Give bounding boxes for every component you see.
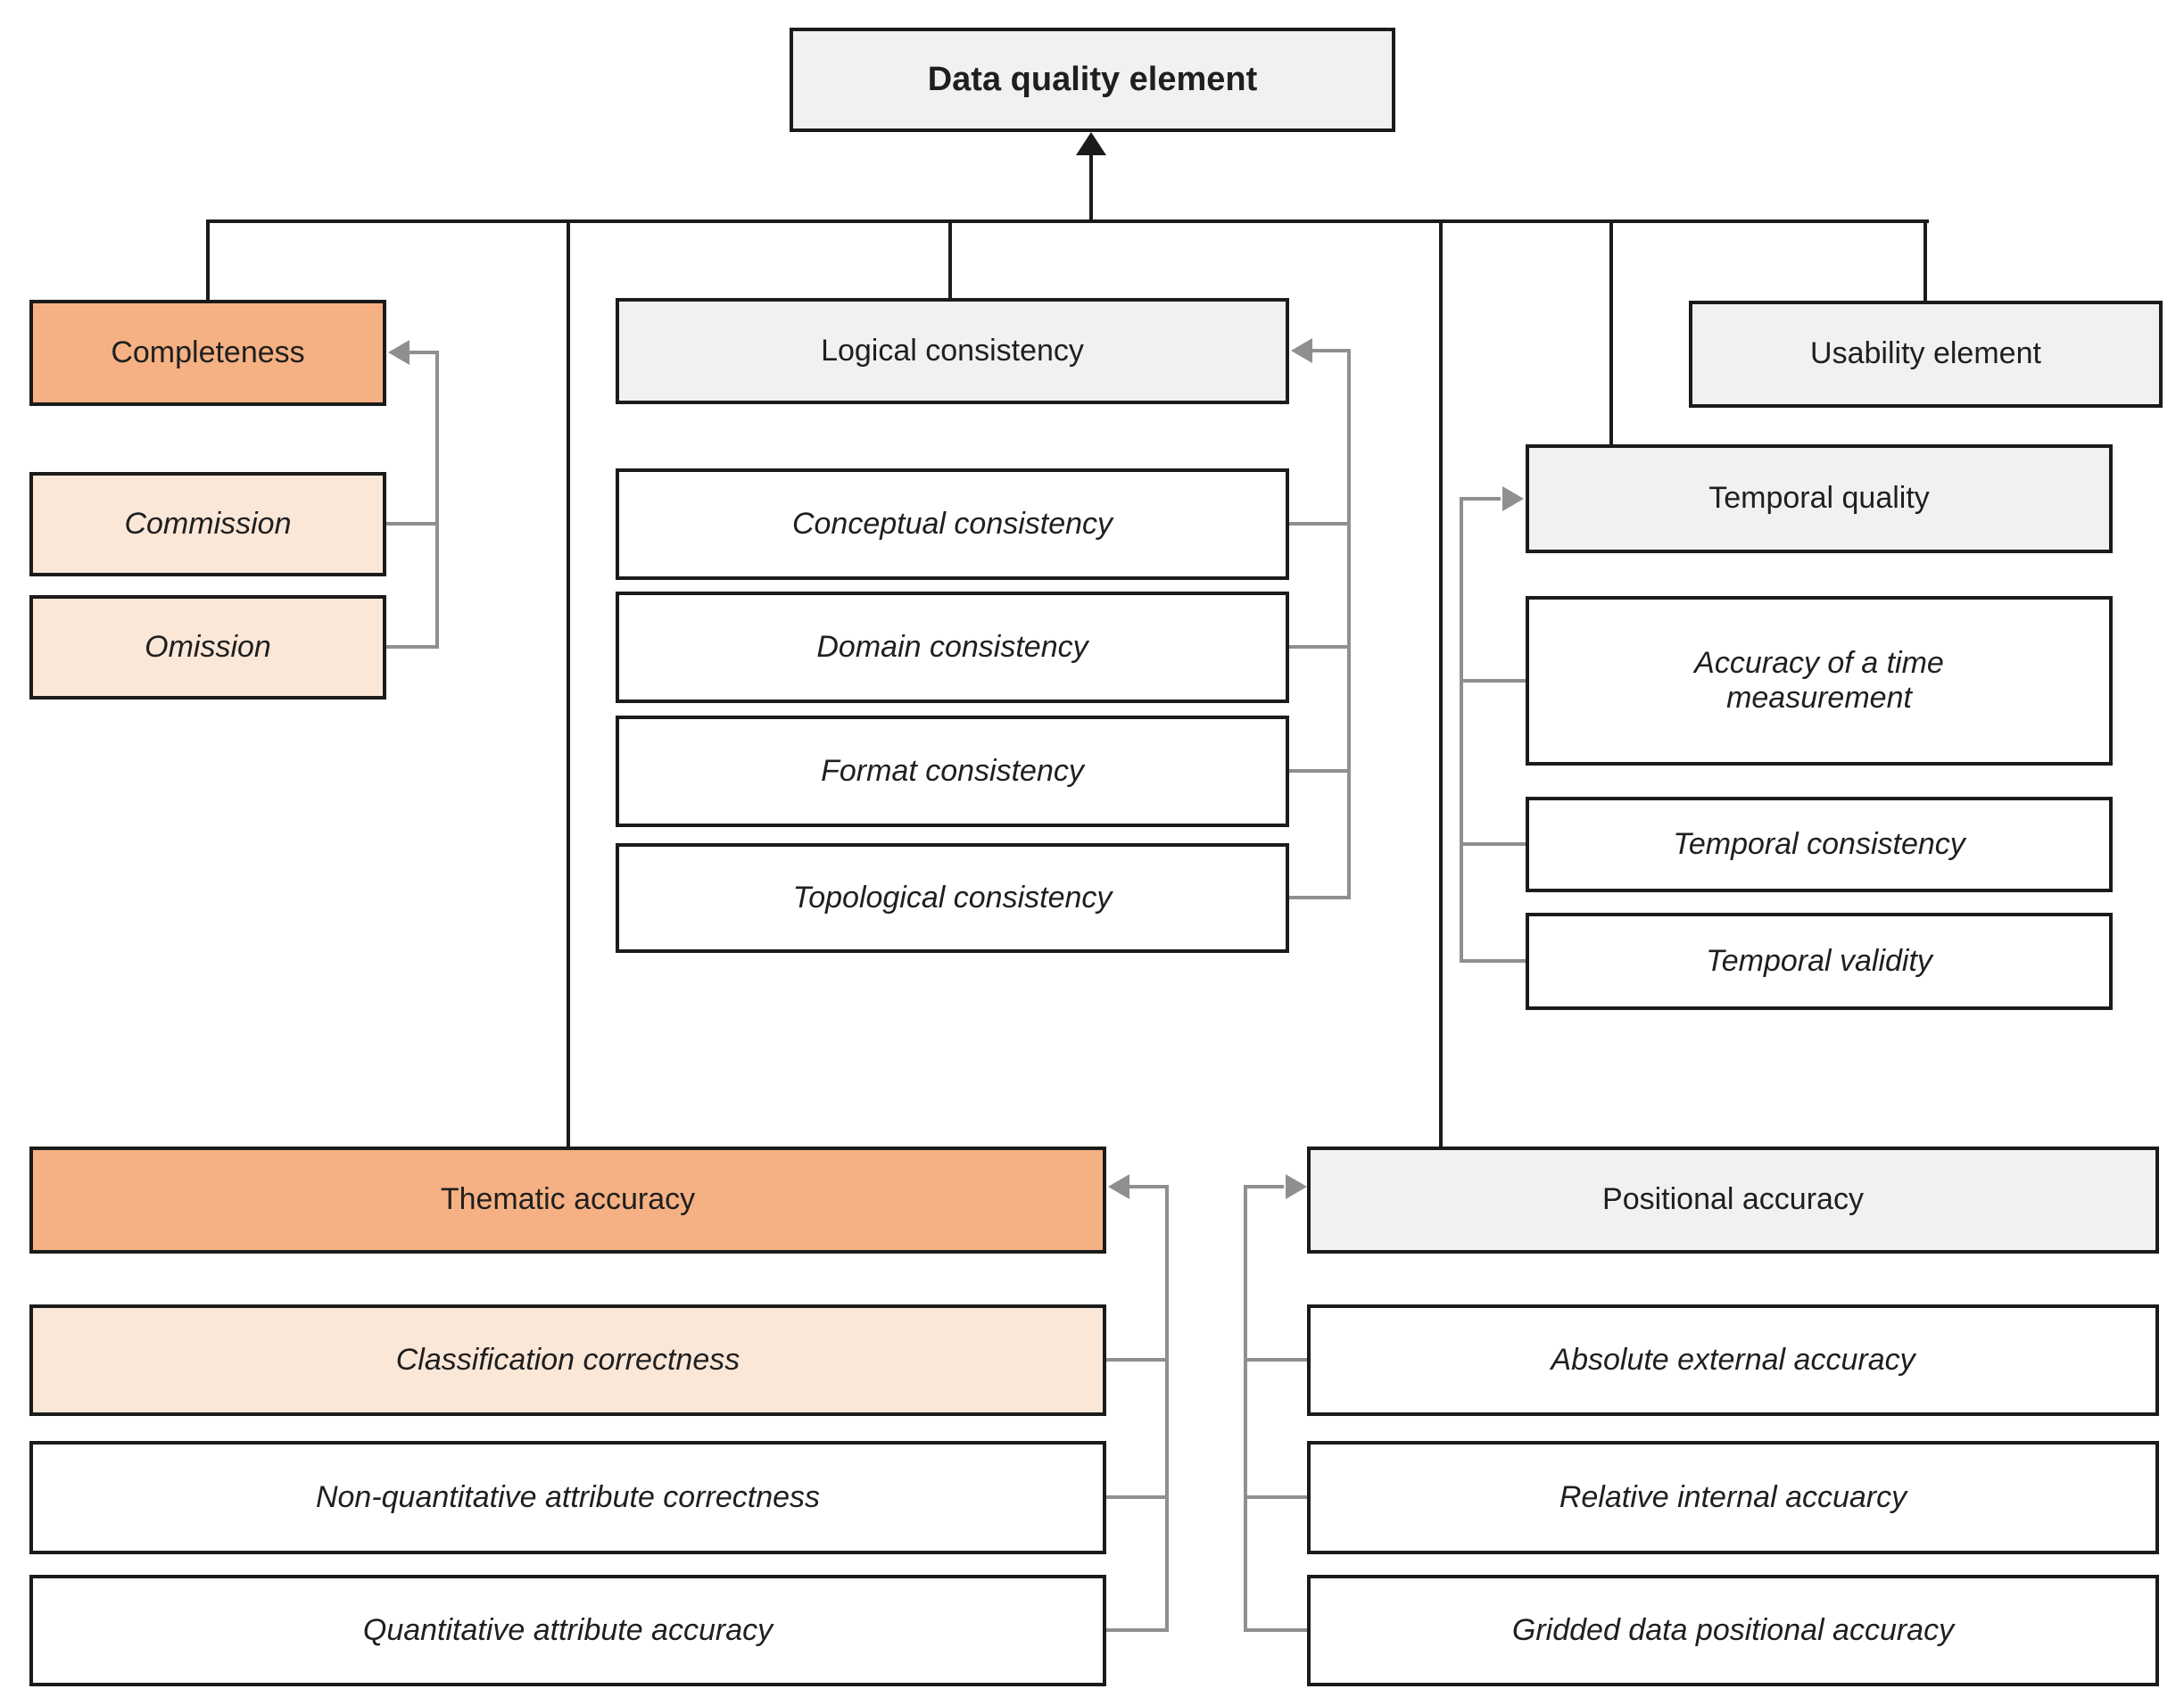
arrowhead-left-completeness-icon — [388, 340, 410, 365]
node-positional-accuracy: Positional accuracy — [1307, 1147, 2159, 1254]
connector-relative-stub — [1244, 1495, 1307, 1499]
connector-logical-vertical — [1347, 349, 1351, 899]
node-thematic-accuracy: Thematic accuracy — [29, 1147, 1106, 1254]
connector-quantitative-stub — [1106, 1628, 1169, 1632]
node-quantitative-attribute-accuracy: Quantitative attribute accuracy — [29, 1575, 1106, 1686]
connector-topological-stub — [1289, 896, 1351, 899]
node-domain-consistency-label: Domain consistency — [816, 629, 1088, 664]
node-commission: Commission — [29, 472, 386, 576]
node-temporal-validity-label: Temporal validity — [1706, 943, 1932, 978]
connector-completeness-arrow-stub — [410, 351, 439, 354]
node-usability-element: Usability element — [1689, 301, 2163, 408]
node-commission-label: Commission — [124, 506, 292, 541]
node-usability-element-label: Usability element — [1810, 336, 2041, 371]
node-quantitative-attribute-accuracy-label: Quantitative attribute accuracy — [362, 1612, 774, 1647]
node-data-quality-element: Data quality element — [790, 28, 1395, 132]
node-logical-consistency: Logical consistency — [616, 298, 1289, 404]
node-conceptual-consistency: Conceptual consistency — [616, 468, 1289, 580]
node-relative-internal-accuracy: Relative internal accuarcy — [1307, 1441, 2159, 1554]
node-gridded-data-positional-accuracy-label: Gridded data positional accuracy — [1511, 1612, 1955, 1647]
node-non-quantitative-attribute-correctness-label: Non-quantitative attribute correctness — [315, 1479, 821, 1514]
connector-temporal-arrow-stub — [1460, 497, 1501, 501]
drop-line-thematic-accuracy — [567, 219, 570, 1147]
node-positional-accuracy-label: Positional accuracy — [1602, 1182, 1864, 1217]
connector-absolute-stub — [1244, 1358, 1307, 1362]
drop-line-completeness — [206, 219, 210, 300]
node-non-quantitative-attribute-correctness: Non-quantitative attribute correctness — [29, 1441, 1106, 1554]
connector-commission-stub — [386, 522, 439, 526]
node-topological-consistency-label: Topological consistency — [792, 880, 1113, 915]
connector-format-stub — [1289, 769, 1351, 773]
node-classification-correctness-label: Classification correctness — [395, 1342, 740, 1377]
node-completeness-label: Completeness — [111, 335, 305, 369]
node-conceptual-consistency-label: Conceptual consistency — [791, 506, 1113, 541]
arrowhead-left-logical-icon — [1291, 338, 1312, 363]
drop-line-usability-element — [1923, 219, 1927, 301]
node-format-consistency-label: Format consistency — [821, 753, 1084, 788]
arrow-stem-to-root — [1089, 153, 1093, 223]
connector-nonquantitative-stub — [1106, 1495, 1169, 1499]
node-omission: Omission — [29, 595, 386, 700]
connector-positional-arrow-stub — [1244, 1185, 1284, 1188]
connector-positional-vertical — [1244, 1185, 1247, 1632]
node-temporal-consistency-label: Temporal consistency — [1673, 826, 1965, 861]
node-format-consistency: Format consistency — [616, 716, 1289, 827]
trunk-line — [208, 219, 1929, 223]
drop-line-logical-consistency — [948, 219, 952, 298]
arrowhead-right-temporal-icon — [1502, 486, 1524, 511]
node-domain-consistency: Domain consistency — [616, 592, 1289, 703]
connector-classification-stub — [1106, 1358, 1169, 1362]
connector-logical-arrow-stub — [1312, 349, 1351, 352]
connector-thematic-vertical — [1165, 1185, 1169, 1632]
connector-temporal-consistency-stub — [1460, 842, 1526, 846]
node-topological-consistency: Topological consistency — [616, 843, 1289, 953]
node-logical-consistency-label: Logical consistency — [821, 333, 1084, 368]
node-temporal-consistency: Temporal consistency — [1526, 797, 2113, 892]
connector-domain-stub — [1289, 645, 1351, 649]
node-absolute-external-accuracy-label: Absolute external accuracy — [1551, 1342, 1915, 1377]
node-temporal-quality: Temporal quality — [1526, 444, 2113, 553]
connector-thematic-arrow-stub — [1129, 1185, 1169, 1188]
node-omission-label: Omission — [145, 629, 271, 664]
connector-temporal-validity-stub — [1460, 959, 1526, 963]
node-absolute-external-accuracy: Absolute external accuracy — [1307, 1304, 2159, 1416]
node-classification-correctness: Classification correctness — [29, 1304, 1106, 1416]
connector-conceptual-stub — [1289, 522, 1351, 526]
arrowhead-right-positional-icon — [1286, 1174, 1307, 1199]
node-temporal-validity: Temporal validity — [1526, 913, 2113, 1010]
node-gridded-data-positional-accuracy: Gridded data positional accuracy — [1307, 1575, 2159, 1686]
drop-line-positional-accuracy — [1439, 219, 1443, 1147]
connector-time-accuracy-stub — [1460, 679, 1526, 683]
node-temporal-quality-label: Temporal quality — [1708, 481, 1930, 516]
node-thematic-accuracy-label: Thematic accuracy — [440, 1182, 696, 1217]
node-accuracy-of-time-measurement-label: Accuracy of a time measurement — [1694, 645, 1944, 715]
node-accuracy-of-time-measurement: Accuracy of a time measurement — [1526, 596, 2113, 766]
arrowhead-up-to-root-icon — [1076, 132, 1106, 155]
node-data-quality-element-label: Data quality element — [927, 60, 1258, 98]
drop-line-temporal-quality — [1609, 219, 1613, 444]
connector-omission-stub — [386, 645, 439, 649]
arrowhead-left-thematic-icon — [1108, 1174, 1129, 1199]
connector-gridded-stub — [1244, 1628, 1307, 1632]
connector-temporal-vertical — [1460, 497, 1463, 963]
node-relative-internal-accuracy-label: Relative internal accuarcy — [1559, 1479, 1907, 1514]
connector-completeness-vertical — [435, 351, 439, 649]
node-completeness: Completeness — [29, 300, 386, 406]
